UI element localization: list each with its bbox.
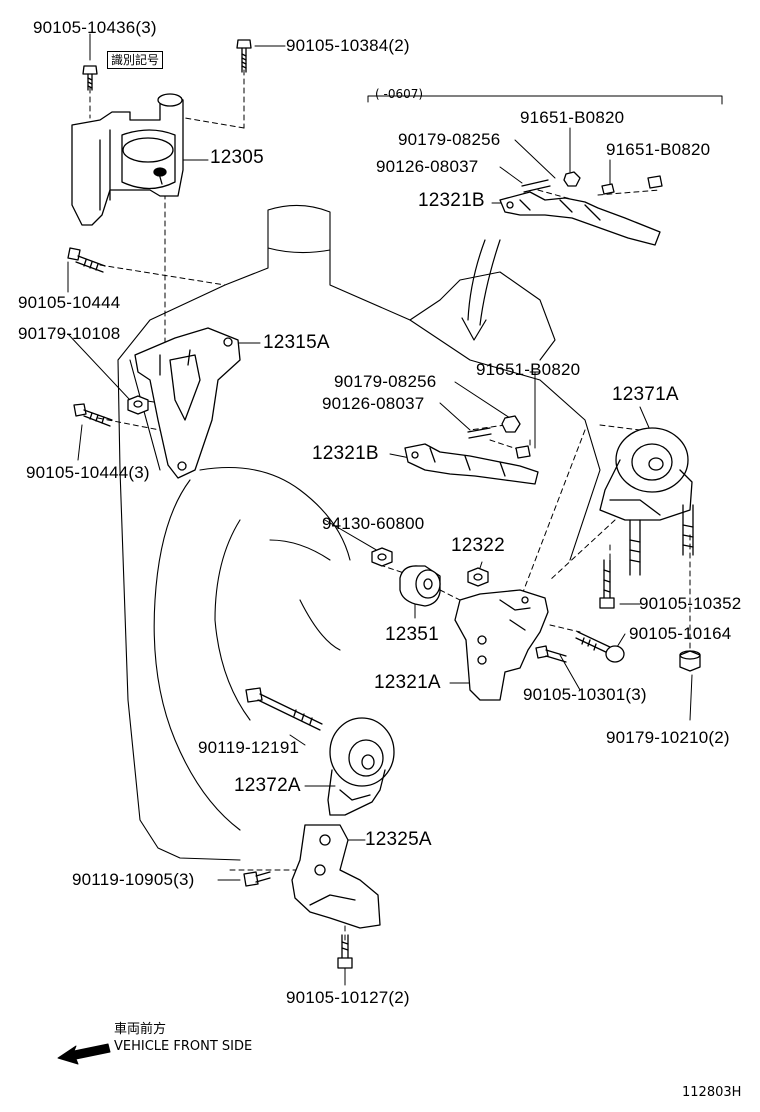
bolt-90119-12191 (245, 687, 323, 731)
diagram-id: 112803H (682, 1085, 742, 1100)
label-91651-B0820-a: 91651-B0820 (520, 108, 625, 127)
label-90119-10905: 90119-10905(3) (72, 870, 195, 889)
label-90105-10164: 90105-10164 (629, 624, 732, 643)
label-12322: 12322 (451, 535, 505, 556)
bolt-90105-10436 (82, 65, 98, 91)
label-90105-10444: 90105-10444 (18, 293, 121, 312)
part-12305-mount (71, 93, 184, 226)
nut-94130-60800 (371, 547, 393, 567)
bolt-90105-10127 (337, 934, 353, 969)
label-90105-10444-3: 90105-10444(3) (26, 463, 150, 482)
label-12321B-b: 12321B (312, 443, 379, 464)
bushing-12351 (399, 565, 441, 607)
install-direction-arrow (461, 239, 501, 341)
label-12305: 12305 (210, 147, 264, 168)
label-90179-10210: 90179-10210(2) (606, 728, 730, 747)
bolt-90119-10905 (243, 871, 271, 887)
bolt-90105-10301 (535, 645, 567, 663)
engine-outline (117, 204, 601, 861)
label-90119-12191: 90119-12191 (198, 738, 300, 757)
part-12325A-bracket (291, 824, 381, 929)
id-mark-label: 識別記号 (107, 51, 164, 69)
range-note: ( -0607) (375, 87, 424, 101)
label-90179-10108: 90179-10108 (18, 324, 121, 343)
label-12351: 12351 (385, 624, 439, 645)
label-12321A: 12321A (374, 672, 441, 693)
label-90105-10127: 90105-10127(2) (286, 988, 410, 1007)
range-bracket (367, 95, 723, 105)
part-12321B-lower (404, 443, 539, 485)
label-90105-10301: 90105-10301(3) (523, 685, 647, 704)
label-12325A: 12325A (365, 829, 432, 850)
label-90179-08256-b: 90179-08256 (334, 372, 437, 391)
guide-lines (89, 69, 691, 941)
label-90105-10384: 90105-10384(2) (286, 36, 410, 55)
label-90126-08037-a: 90126-08037 (376, 157, 479, 176)
label-12372A: 12372A (234, 775, 301, 796)
bolt-90105-10444-upper (67, 247, 106, 273)
label-12371A: 12371A (612, 384, 679, 405)
part-12371A-mount (599, 427, 694, 576)
nut-90179-10108 (127, 395, 149, 415)
label-90105-10436: 90105-10436(3) (33, 18, 157, 37)
bolt-90105-10384 (236, 39, 252, 73)
label-12315A: 12315A (263, 332, 330, 353)
front-side-en: VEHICLE FRONT SIDE (114, 1039, 253, 1054)
label-90179-08256-a: 90179-08256 (398, 130, 501, 149)
label-91651-B0820-c: 91651-B0820 (476, 360, 581, 379)
part-12321B-upper (499, 191, 661, 246)
fastener-set-upper (521, 171, 663, 195)
bolt-90105-10164 (575, 631, 625, 663)
label-90126-08037-b: 90126-08037 (322, 394, 425, 413)
bolt-90105-10352 (599, 559, 615, 609)
part-12315A-bracket (134, 327, 241, 479)
label-94130-60800: 94130-60800 (322, 514, 425, 533)
label-12321B-a: 12321B (418, 190, 485, 211)
fastener-set-lower (467, 415, 531, 459)
leader-lines (67, 33, 693, 986)
part-12372A-mount (327, 717, 395, 816)
part-12321A-bracket (454, 589, 549, 701)
label-90105-10352: 90105-10352 (639, 594, 742, 613)
vehicle-front-arrow (57, 1043, 111, 1065)
bolt-90105-10444-lower (73, 403, 113, 427)
nut-12322 (467, 567, 489, 587)
front-side-jp: 車両前方 (114, 1022, 167, 1037)
label-91651-B0820-b: 91651-B0820 (606, 140, 711, 159)
nut-90179-10210 (679, 650, 701, 672)
